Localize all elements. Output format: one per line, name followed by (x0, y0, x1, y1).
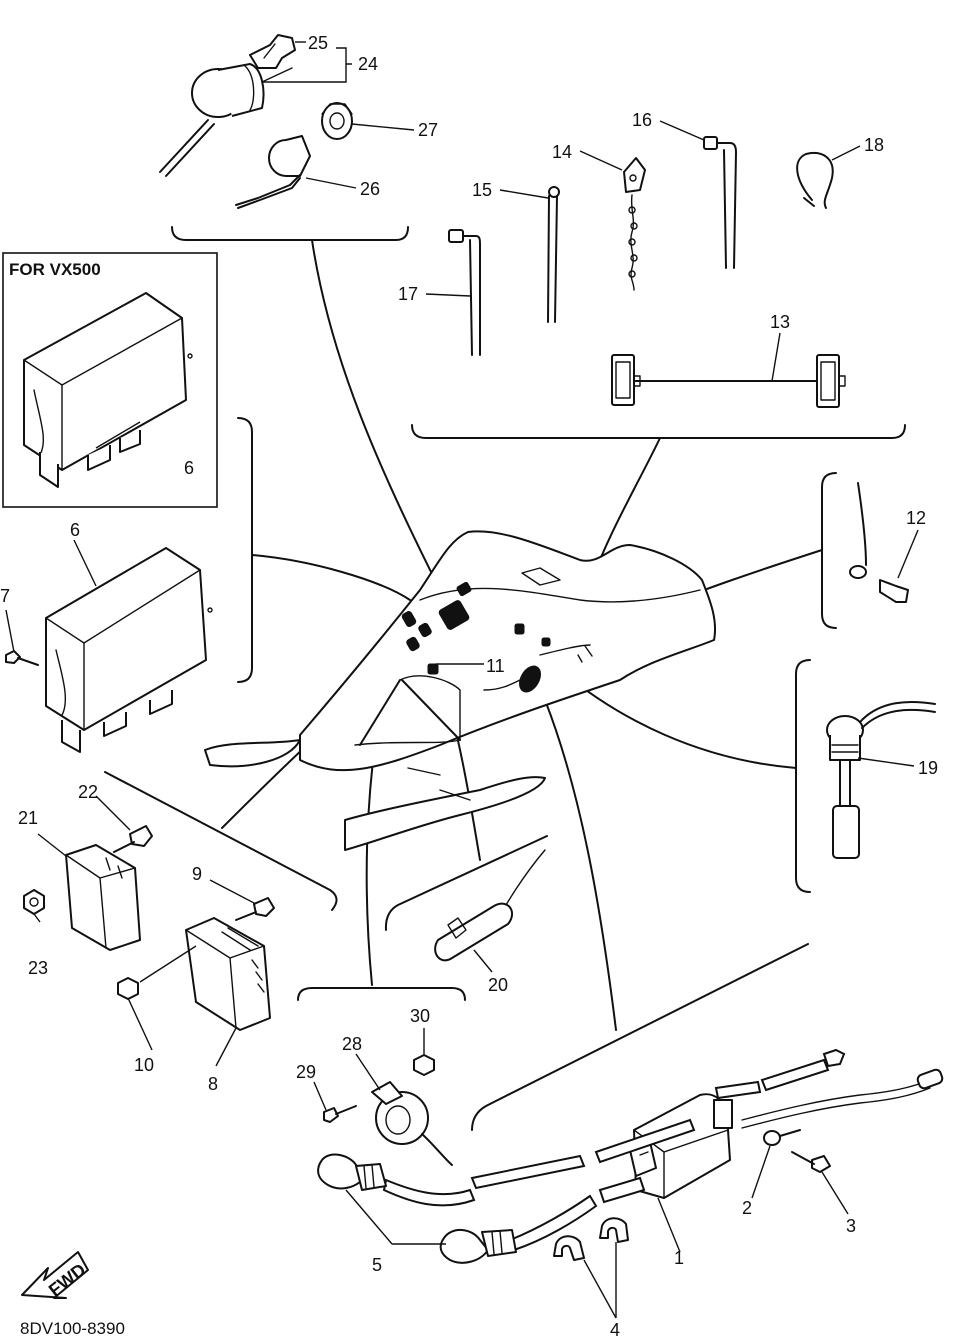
label-5: 5 (372, 1255, 382, 1275)
part-22-bolt (113, 825, 153, 853)
bracket-switch (795, 659, 811, 893)
label-30: 30 (410, 1006, 430, 1026)
label-28: 28 (342, 1034, 362, 1054)
label-27: 27 (418, 120, 438, 140)
label-19: 19 (918, 758, 938, 778)
label-8: 8 (208, 1074, 218, 1094)
part-10-nut (117, 977, 139, 1000)
part-26-buzzer (235, 135, 311, 209)
part-2-ring-terminal (763, 1129, 801, 1146)
label-16: 16 (632, 110, 652, 130)
label-17: 17 (398, 284, 418, 304)
bracket-top-right (411, 424, 906, 439)
part-15-band (547, 186, 560, 323)
part-20-condenser (434, 849, 546, 962)
label-10: 10 (134, 1055, 154, 1075)
label-26: 26 (360, 179, 380, 199)
label-25: 25 (308, 33, 328, 53)
part-12-ground-lead (849, 482, 909, 603)
part-16-band (703, 136, 737, 269)
part-1-hoses (382, 1048, 944, 1252)
part-8-regulator (185, 917, 271, 1031)
part-labels: 1 2 3 4 5 6 6 7 8 9 10 11 12 13 14 15 16… (0, 33, 938, 1339)
label-13: 13 (770, 312, 790, 332)
label-14: 14 (552, 142, 572, 162)
part-27-nut (321, 102, 353, 140)
figure-code: 8DV100-8390 (20, 1319, 125, 1338)
label-20: 20 (488, 975, 508, 995)
bracket-left-lower (104, 771, 338, 911)
part-9-bolt (235, 897, 275, 921)
label-15: 15 (472, 180, 492, 200)
bracket-sensor (297, 987, 466, 1001)
bracket-ecu (237, 417, 253, 683)
leader-coil (544, 699, 617, 1031)
variant-box (2, 252, 218, 508)
label-29: 29 (296, 1062, 316, 1082)
hull-assembly (204, 530, 716, 851)
part-17-band (448, 229, 481, 356)
label-6: 6 (70, 520, 80, 540)
label-3: 3 (846, 1216, 856, 1236)
part-21-rectifier (65, 844, 141, 951)
part-13-bracket (611, 354, 846, 408)
part-4-clamps (553, 1217, 629, 1261)
part-19-switch (826, 700, 936, 859)
label-11: 11 (486, 656, 505, 676)
label-4: 4 (610, 1320, 620, 1339)
part-6-cdi-unit (45, 547, 213, 753)
part-30-nut (413, 1054, 435, 1076)
leader-ecu (251, 554, 411, 601)
part-29-bolt (323, 1105, 357, 1123)
part-24-main-switch (159, 34, 296, 177)
bracket-ground (821, 472, 837, 629)
part-14-holder (623, 157, 646, 291)
label-22: 22 (78, 782, 98, 802)
part-3-screw (791, 1151, 831, 1173)
bracket-top-left (171, 226, 409, 241)
label-21: 21 (18, 808, 38, 828)
label-leaders (5, 41, 919, 1319)
label-9: 9 (192, 864, 202, 884)
part-6-cdi-unit-vx500 (23, 292, 193, 488)
group-brackets (104, 226, 906, 1131)
label-12: 12 (906, 508, 926, 528)
label-6-vx500: 6 (184, 458, 194, 478)
part-28-sensor (371, 1081, 453, 1166)
bracket-condenser (384, 835, 548, 931)
part-23-nut (23, 889, 45, 915)
label-23: 23 (28, 958, 48, 978)
label-2: 2 (742, 1198, 752, 1218)
label-18: 18 (864, 135, 884, 155)
fwd-arrow-icon (21, 1251, 89, 1299)
label-24: 24 (358, 54, 378, 74)
part-18-clip (796, 152, 834, 209)
part-7-bolt (5, 650, 39, 666)
label-1: 1 (674, 1248, 684, 1268)
part-1-ignition-coil (629, 1093, 733, 1199)
leader-to-harness-top (311, 239, 441, 591)
variant-box-label: FOR VX500 (9, 260, 101, 279)
part-5-spark-plug-caps (317, 1153, 517, 1264)
bracket-coil (471, 943, 809, 1131)
label-7: 7 (0, 586, 10, 606)
